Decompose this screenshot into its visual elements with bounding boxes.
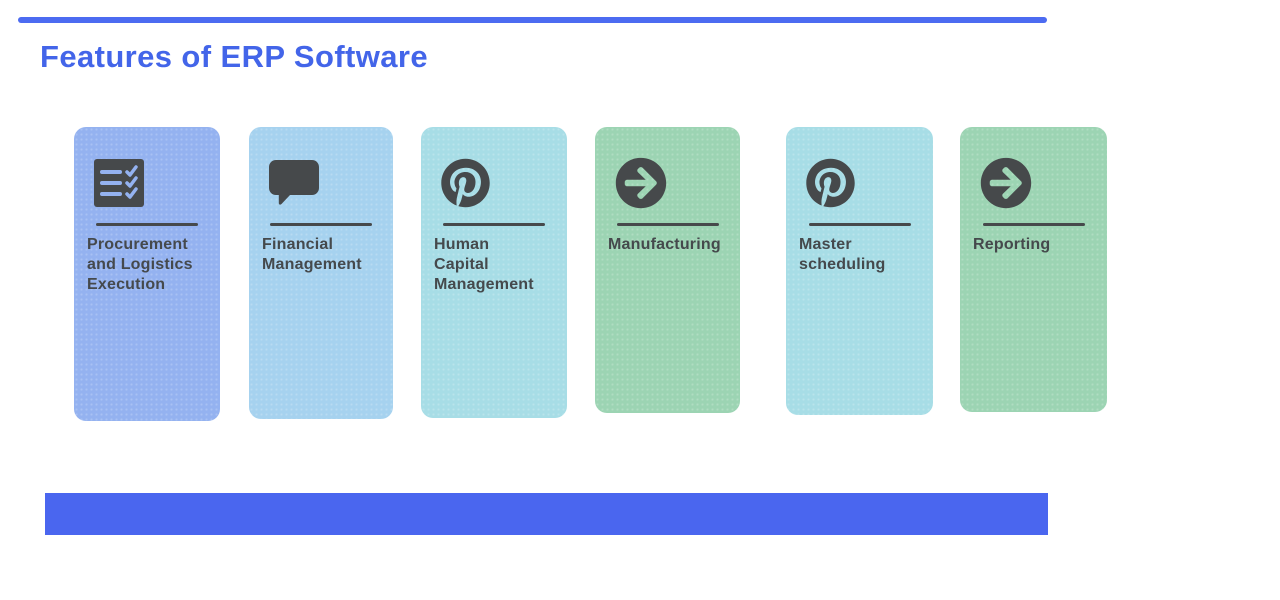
arrow-circle-right-icon	[980, 155, 1107, 211]
feature-card-label: Human Capital Management	[434, 236, 534, 293]
feature-card-master-scheduling: Master scheduling	[786, 127, 933, 415]
pinterest-icon	[441, 155, 567, 211]
feature-card-label: Financial Management	[262, 236, 362, 273]
feature-card-label: Procurement and Logistics Execution	[87, 236, 193, 293]
card-divider	[808, 223, 911, 226]
top-accent-bar	[18, 17, 1047, 23]
feature-card-manufacturing: Manufacturing	[595, 127, 740, 413]
arrow-circle-right-icon	[615, 155, 740, 211]
feature-card-label: Master scheduling	[799, 236, 886, 273]
bottom-accent-bar	[45, 493, 1048, 535]
card-divider	[443, 223, 545, 226]
feature-card-financial: Financial Management	[249, 127, 393, 419]
feature-card-reporting: Reporting	[960, 127, 1107, 412]
card-divider	[982, 223, 1085, 226]
chat-bubble-icon	[269, 155, 393, 211]
pinterest-icon	[806, 155, 933, 211]
feature-card-label: Manufacturing	[608, 236, 721, 253]
page-title: Features of ERP Software	[40, 39, 429, 74]
checklist-icon	[94, 155, 220, 211]
feature-card-procurement: Procurement and Logistics Execution	[74, 127, 220, 421]
card-divider	[616, 223, 719, 226]
feature-card-label: Reporting	[973, 236, 1051, 253]
card-divider	[96, 223, 198, 226]
feature-card-human-capital: Human Capital Management	[421, 127, 567, 418]
card-divider	[270, 223, 372, 226]
